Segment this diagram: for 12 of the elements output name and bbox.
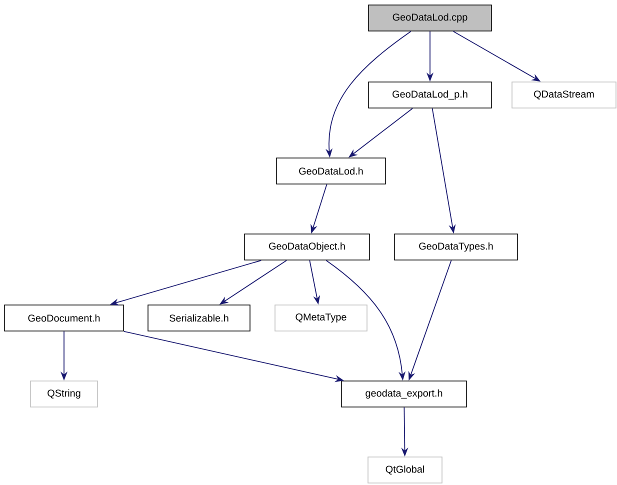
external-header-box: QDataStream <box>512 82 616 108</box>
header-box: GeoDataLod.h <box>276 158 386 184</box>
header-box: GeoDataLod_p.h <box>368 82 492 108</box>
external-header-box: QMetaType <box>274 304 368 332</box>
header-box: GeoDataObject.h <box>244 234 370 260</box>
header-box: GeoDataTypes.h <box>394 234 518 260</box>
external-header-box: QtGlobal <box>368 456 442 484</box>
external-header-box: QString <box>30 380 98 408</box>
header-box: geodata_export.h <box>341 380 467 408</box>
file-box: GeoDataLod.cpp <box>368 4 492 32</box>
header-box: GeoDocument.h <box>4 304 124 332</box>
header-box: Serializable.h <box>148 304 250 332</box>
